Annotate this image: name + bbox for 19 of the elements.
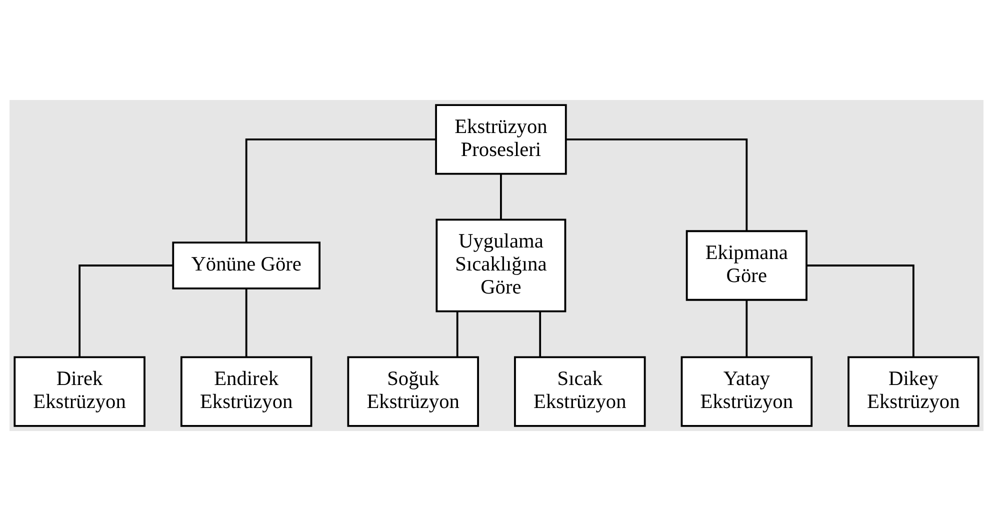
node-box: Direk Ekstrüzyon bbox=[13, 356, 145, 426]
connector bbox=[500, 173, 502, 219]
node-box: Uygulama Sıcaklığına Göre bbox=[435, 218, 566, 312]
connector bbox=[745, 299, 748, 357]
connector bbox=[244, 138, 436, 242]
node-box: Ekstrüzyon Prosesleri bbox=[434, 104, 566, 174]
node-box: Sıcak Ekstrüzyon bbox=[514, 356, 646, 426]
node-box: Soğuk Ekstrüzyon bbox=[346, 356, 478, 426]
node-box: Yatay Ekstrüzyon bbox=[680, 356, 812, 426]
node-box: Ekipmana Göre bbox=[685, 230, 807, 300]
connector bbox=[244, 288, 247, 357]
connector bbox=[566, 138, 748, 231]
node-box: Dikey Ekstrüzyon bbox=[847, 356, 979, 426]
connector bbox=[538, 310, 541, 356]
node-box: Yönüne Göre bbox=[172, 241, 320, 289]
connector bbox=[806, 264, 914, 357]
connector bbox=[78, 264, 172, 357]
node-box: Endirek Ekstrüzyon bbox=[180, 356, 312, 426]
connector bbox=[456, 310, 458, 356]
